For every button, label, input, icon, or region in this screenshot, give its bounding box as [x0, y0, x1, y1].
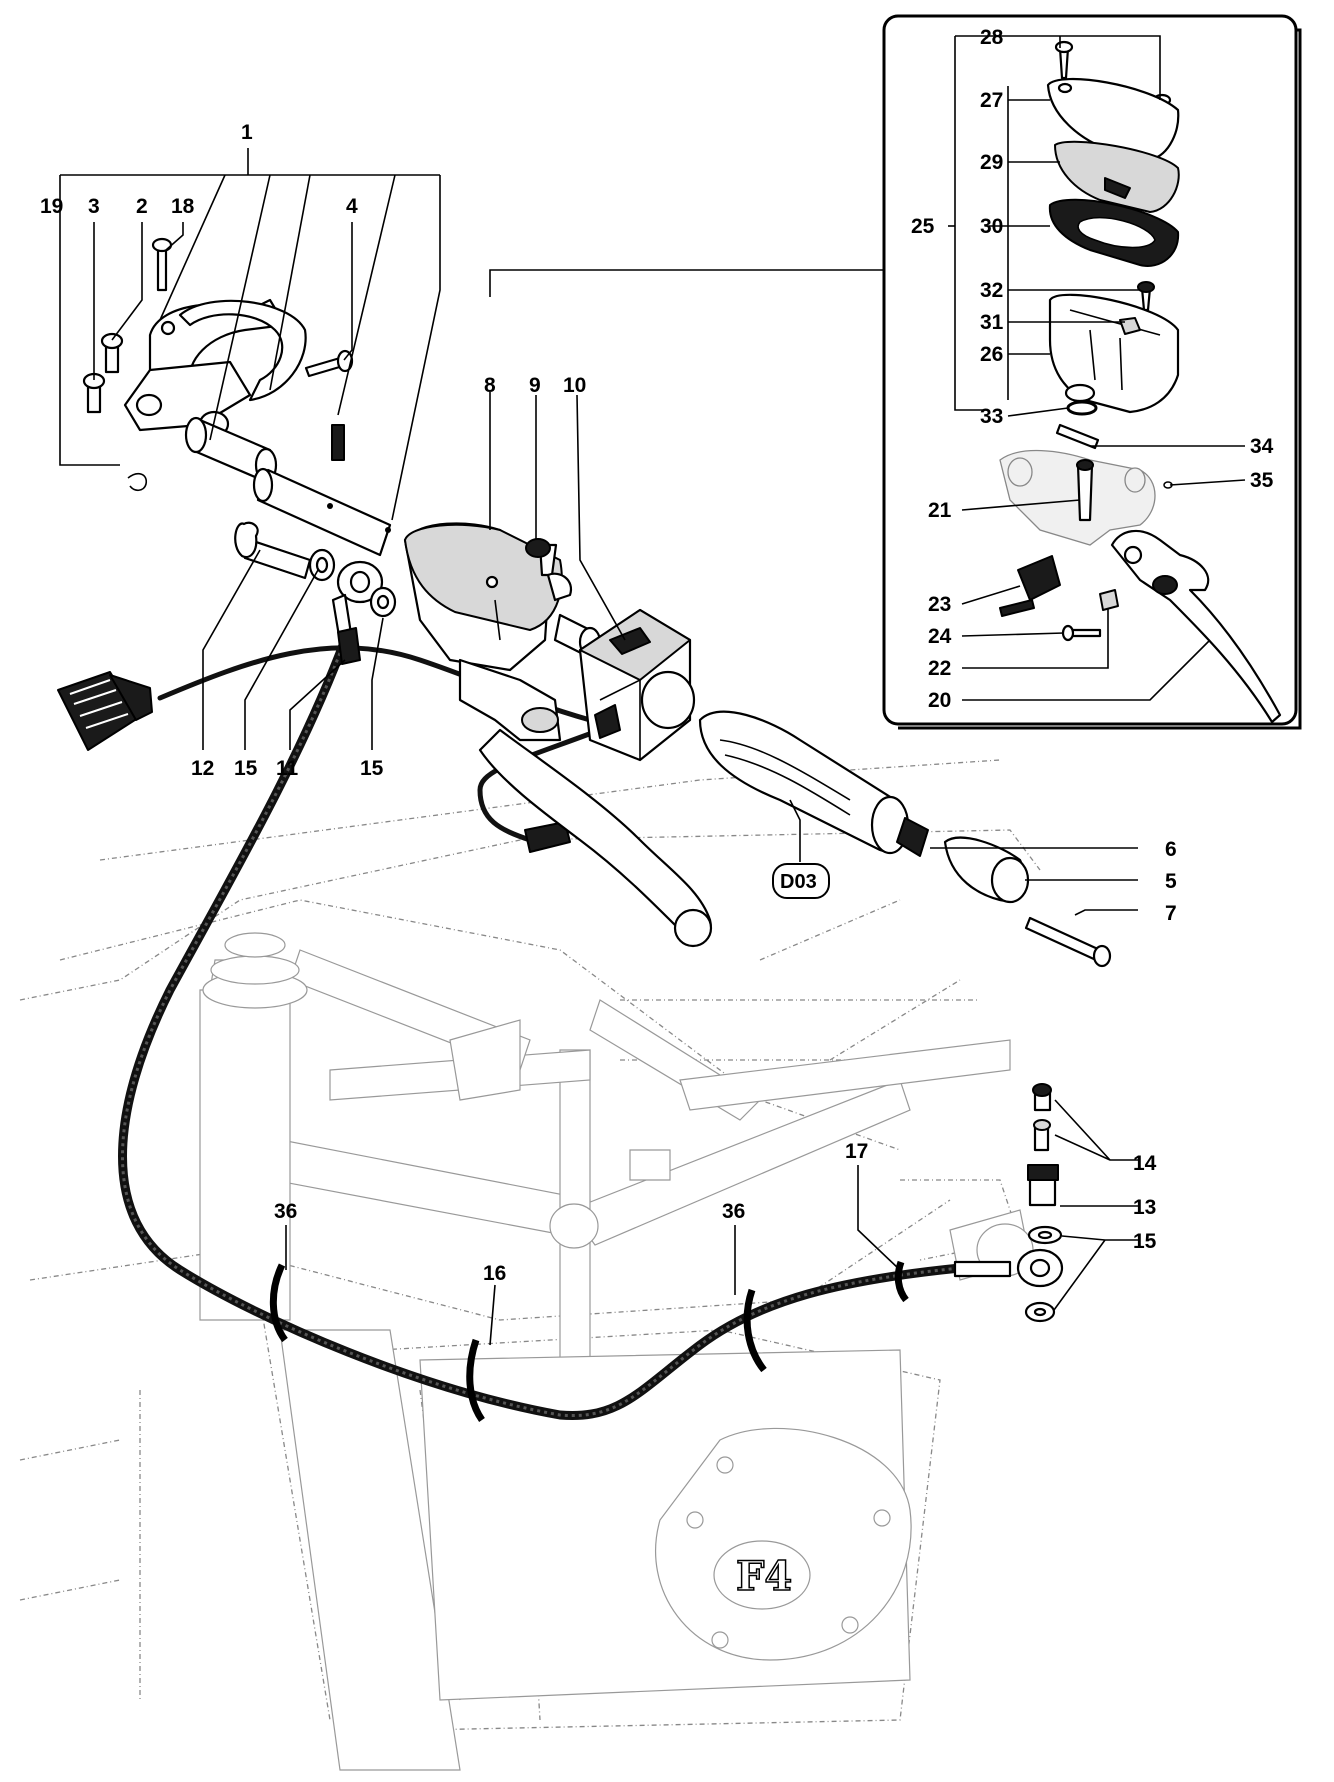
callout-16: 16: [483, 1262, 506, 1285]
callout-15-lower: 15: [1133, 1230, 1157, 1253]
hose-clip-16: [466, 1338, 485, 1423]
handlebar-grip-assembly: [698, 710, 1112, 968]
callout-17: 17: [845, 1140, 868, 1163]
callout-1: 1: [241, 121, 253, 144]
multi-pin-connector: [57, 671, 153, 751]
callout-19: 19: [40, 195, 63, 218]
callout-4: 4: [346, 195, 358, 218]
callout-2: 2: [136, 195, 148, 218]
callout-11: 11: [276, 757, 299, 780]
callout-35: 35: [1250, 469, 1274, 492]
callout-15-upper-right: 15: [360, 757, 384, 780]
callout-32: 32: [980, 279, 1003, 302]
callout-22: 22: [928, 657, 951, 680]
callout-numbers: 1 19 3 2 18 4 8 9 10 12 15 11 15 6 5 7 1…: [40, 26, 1274, 1285]
callout-31: 31: [980, 311, 1004, 334]
handlebar-clamp-assembly: [82, 237, 354, 492]
callout-36-right: 36: [722, 1200, 745, 1223]
hose-clip-36-right: [743, 1288, 767, 1373]
callout-25: 25: [911, 215, 935, 238]
callout-5: 5: [1165, 870, 1177, 893]
callout-36-left: 36: [274, 1200, 297, 1223]
switch-wiring: [57, 645, 603, 853]
callout-15-upper-left: 15: [234, 757, 258, 780]
callout-33: 33: [980, 405, 1003, 428]
callout-30: 30: [980, 215, 1003, 238]
callout-23: 23: [928, 593, 951, 616]
callout-12: 12: [191, 757, 214, 780]
hose-clip-36-left: [269, 1263, 288, 1343]
callout-24: 24: [928, 625, 952, 648]
engine-logo: F4: [736, 1553, 792, 1600]
callout-7: 7: [1165, 902, 1177, 925]
reference-tag-label: D03: [780, 871, 817, 893]
callout-28: 28: [980, 26, 1004, 49]
engine-cover: F4: [655, 1427, 912, 1661]
frame-and-engine-outline: F4: [19, 759, 1041, 1771]
callout-14: 14: [1133, 1152, 1157, 1175]
callout-10: 10: [563, 374, 586, 397]
clutch-master-cylinder: [252, 467, 713, 948]
callout-20: 20: [928, 689, 951, 712]
callout-27: 27: [980, 89, 1003, 112]
callout-9: 9: [529, 374, 541, 397]
callout-21: 21: [928, 499, 952, 522]
callout-3: 3: [88, 195, 100, 218]
callout-34: 34: [1250, 435, 1274, 458]
callout-8: 8: [484, 374, 496, 397]
callout-13: 13: [1133, 1196, 1156, 1219]
reference-tag: D03: [772, 863, 830, 899]
detail-inset: [882, 14, 1302, 730]
switch-housing: [578, 608, 696, 762]
callout-18: 18: [171, 195, 195, 218]
hose-clip-17: [894, 1260, 909, 1303]
callout-6: 6: [1165, 838, 1177, 861]
callout-29: 29: [980, 151, 1003, 174]
hose-clips: [269, 1260, 909, 1423]
callout-26: 26: [980, 343, 1003, 366]
slave-cylinder-fittings: [1024, 1083, 1063, 1323]
leader-lines: [59, 35, 1246, 1346]
small-connector: [524, 821, 571, 853]
